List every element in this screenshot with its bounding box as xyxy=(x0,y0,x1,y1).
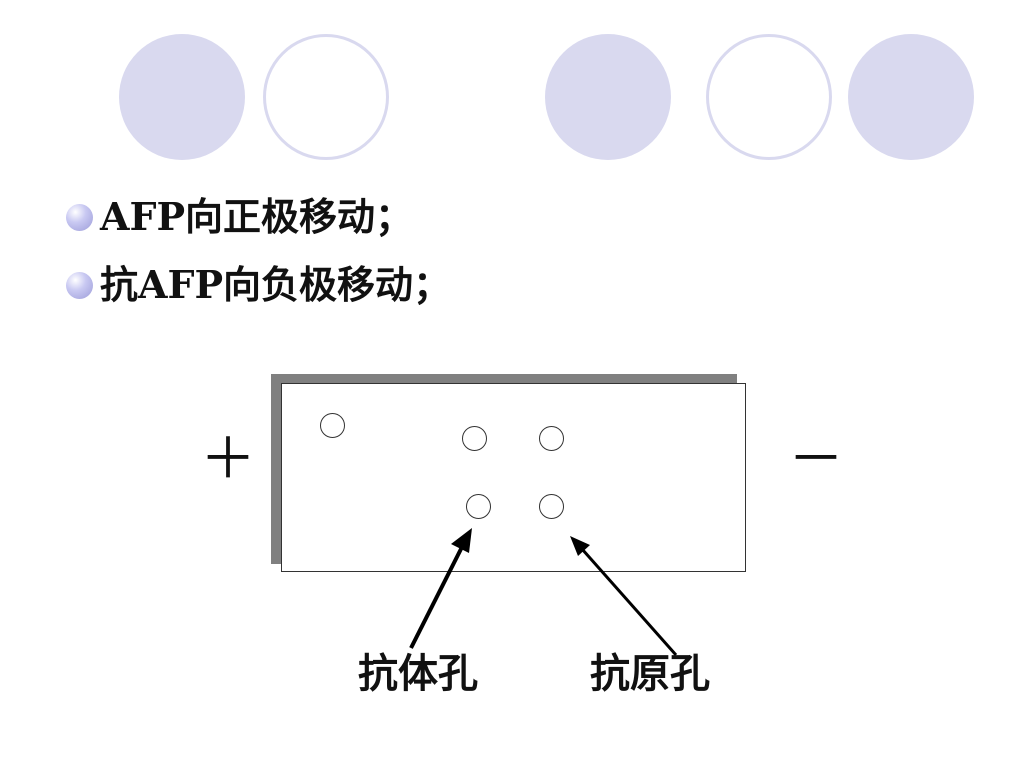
bullet-dot-icon xyxy=(66,272,93,299)
sample-well xyxy=(539,426,564,451)
negative-electrode-sign: － xyxy=(788,427,844,492)
bullet-list: AFP向正极移动； 抗AFP向负极移动； xyxy=(66,192,451,328)
decor-circle-filled xyxy=(848,34,974,160)
sample-well xyxy=(320,413,345,438)
decor-circle-outline xyxy=(706,34,832,160)
antibody-pointer-arrow xyxy=(409,542,466,649)
antigen-well xyxy=(539,494,564,519)
antigen-arrow-head xyxy=(570,536,590,556)
bullet-text: AFP向正极移动； xyxy=(100,194,414,239)
antibody-arrow-head xyxy=(451,528,472,553)
decor-circle-filled xyxy=(119,34,245,160)
antibody-well xyxy=(466,494,491,519)
bullet-text: 抗AFP向负极移动； xyxy=(100,262,452,307)
bullet-dot-icon xyxy=(66,204,93,231)
antigen-pointer-arrow xyxy=(580,548,678,656)
antigen-hole-label: 抗原孔 xyxy=(590,650,710,697)
bullet-item: AFP向正极移动； xyxy=(66,192,451,260)
sample-well xyxy=(462,426,487,451)
gel-plate xyxy=(281,383,746,572)
bullet-item: 抗AFP向负极移动； xyxy=(66,260,451,328)
decor-circle-filled xyxy=(545,34,671,160)
positive-electrode-sign: ＋ xyxy=(200,427,256,492)
decor-circle-outline xyxy=(263,34,389,160)
antibody-hole-label: 抗体孔 xyxy=(358,650,478,697)
